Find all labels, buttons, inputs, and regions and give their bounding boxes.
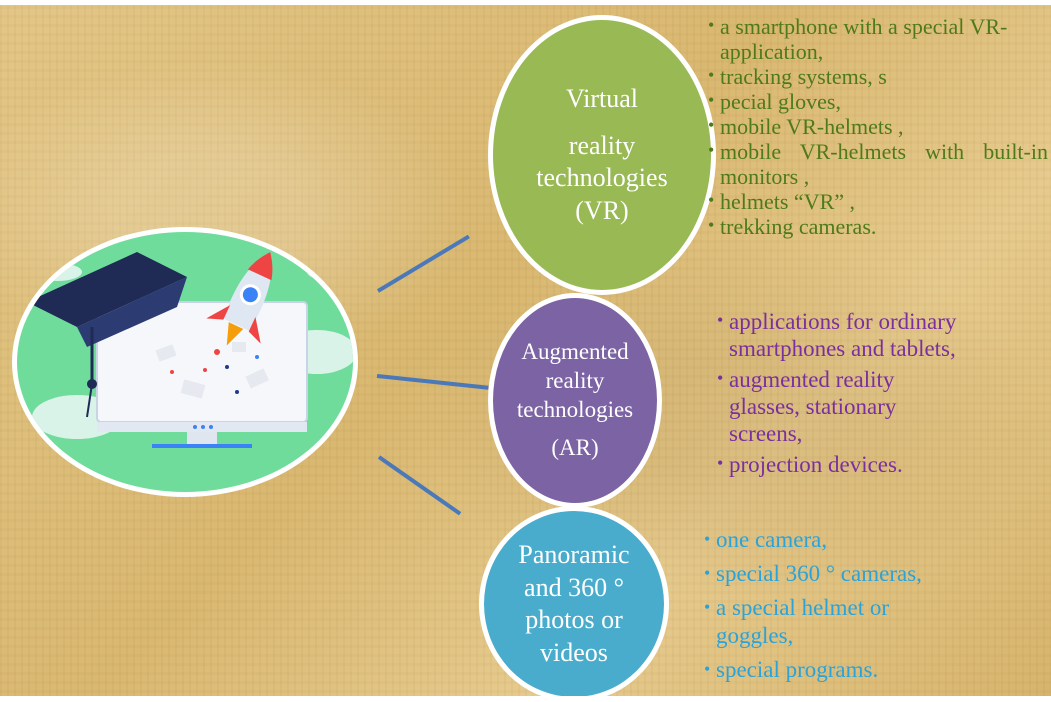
ar-list-item: projection devices. — [717, 450, 1037, 478]
vr-label-line-1: Virtual — [565, 84, 639, 113]
panoramic-node: Panoramic and 360 ° photos or videos — [479, 506, 669, 702]
rocket-icon — [206, 252, 273, 346]
panoramic-equipment-list: one camera, special 360 ° cameras, a spe… — [704, 525, 1024, 684]
vr-node-label: Virtual reality technologies (VR) — [526, 83, 677, 227]
ar-equipment-list: applications for ordinary smartphones an… — [717, 307, 1037, 478]
vr-list-item: mobile VR-helmets with built-in monitors… — [708, 138, 1048, 189]
vr-list-item: mobile VR-helmets , — [708, 113, 1048, 139]
pano-list-item: special 360 ° cameras, — [704, 559, 1024, 588]
top-border — [0, 0, 1051, 5]
pano-label-line-4: videos — [540, 637, 608, 667]
ar-label-line-3: technologies — [516, 396, 634, 422]
vr-list-item: a smartphone with a special VR-applicati… — [708, 13, 1048, 64]
ar-label-line-2: reality — [545, 367, 605, 393]
vr-list-item: trekking cameras. — [708, 213, 1048, 239]
vr-label-line-3: technologies — [536, 163, 668, 192]
vr-equipment-list: a smartphone with a special VR-applicati… — [708, 13, 1048, 239]
ar-label-line-1: Augmented — [521, 339, 629, 364]
vr-list-item: pecial gloves, — [708, 88, 1048, 114]
illustration-svg — [27, 252, 353, 448]
panoramic-node-label: Panoramic and 360 ° photos or videos — [508, 539, 639, 669]
pano-list-item: special programs. — [704, 655, 1024, 684]
vr-label-line-2: reality — [568, 130, 636, 160]
connector-line-ar — [376, 374, 489, 390]
pano-list-item: one camera, — [704, 525, 1024, 554]
ar-node: Augmented reality technologies (AR) — [488, 293, 662, 508]
vr-list-item: tracking systems, s — [708, 63, 1048, 89]
pano-list-item: a special helmet or goggles, — [704, 593, 966, 650]
bottom-border — [0, 696, 1051, 702]
pano-label-line-2: and 360 ° — [524, 572, 624, 602]
education-illustration — [12, 227, 358, 497]
vr-list-item: helmets “VR” , — [708, 188, 1048, 214]
envelope-icon — [155, 342, 270, 399]
ar-label-line-4: (AR) — [551, 435, 599, 461]
connector-line-vr — [376, 234, 470, 293]
connector-line-pano — [377, 455, 462, 516]
ar-list-item: augmented reality glasses, stationary sc… — [717, 365, 969, 447]
ar-list-item: applications for ordinary smartphones an… — [717, 307, 1037, 362]
pano-label-line-3: photos or — [525, 605, 623, 634]
graduation-cap-icon — [27, 252, 187, 418]
vr-label-line-4: (VR) — [575, 195, 629, 225]
ar-node-label: Augmented reality technologies (AR) — [507, 338, 643, 463]
pano-label-line-1: Panoramic — [518, 540, 630, 569]
vr-node: Virtual reality technologies (VR) — [488, 15, 716, 295]
